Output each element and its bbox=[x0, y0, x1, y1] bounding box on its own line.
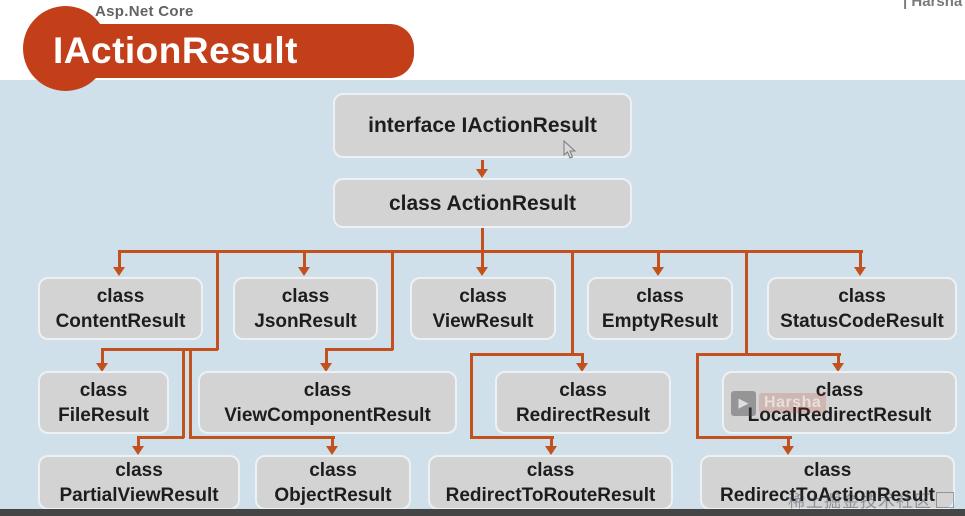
arrow-down-icon bbox=[782, 446, 794, 455]
app-subtitle: Asp.Net Core bbox=[95, 3, 194, 20]
connector bbox=[331, 438, 334, 446]
connector bbox=[859, 250, 862, 267]
connector bbox=[137, 438, 140, 446]
node-label: FileResult bbox=[58, 404, 149, 426]
author-watermark-top: | Harsha bbox=[903, 0, 963, 10]
connector bbox=[189, 350, 192, 438]
connector bbox=[325, 350, 328, 363]
connector bbox=[481, 228, 484, 250]
arrow-down-icon bbox=[576, 363, 588, 372]
node-iactionresult-interface: interface IActionResult bbox=[333, 93, 632, 158]
connector bbox=[470, 355, 473, 438]
connector bbox=[696, 355, 699, 438]
video-logo-icon: ▶ bbox=[731, 390, 756, 416]
connector bbox=[470, 436, 554, 439]
connector bbox=[837, 355, 840, 363]
node-label: RedirectResult bbox=[515, 404, 651, 426]
node-label: interface IActionResult bbox=[368, 114, 597, 137]
node-actionresult: class ActionResult bbox=[333, 178, 632, 228]
arrow-down-icon bbox=[298, 267, 310, 276]
connector bbox=[745, 250, 748, 355]
node-label: ContentResult bbox=[55, 310, 186, 332]
connector bbox=[303, 250, 306, 267]
mouse-cursor-icon bbox=[563, 140, 577, 159]
arrow-down-icon bbox=[113, 267, 125, 276]
connector bbox=[391, 250, 394, 350]
node-label: RedirectToRouteResult bbox=[445, 484, 656, 506]
video-author-name: Harsha bbox=[759, 393, 827, 413]
connector bbox=[696, 436, 792, 439]
community-watermark-text: 稀土掘金技术社区 bbox=[788, 492, 932, 511]
connector bbox=[696, 353, 841, 356]
video-author-watermark: ▶ Harsha bbox=[731, 389, 827, 417]
connector bbox=[325, 348, 393, 351]
connector bbox=[571, 250, 574, 355]
connector bbox=[189, 436, 335, 439]
arrow-down-icon bbox=[545, 446, 557, 455]
node-label: RedirectToActionResult bbox=[719, 484, 935, 506]
page-title: IActionResult bbox=[53, 30, 298, 71]
node-label: ObjectResult bbox=[274, 484, 392, 506]
connector bbox=[581, 355, 584, 363]
connector bbox=[470, 353, 584, 356]
community-watermark: 稀土掘金技术社区 bbox=[788, 487, 954, 512]
node-label: LocalRedirectResult bbox=[747, 404, 932, 426]
arrow-down-icon bbox=[832, 363, 844, 372]
arrow-down-icon bbox=[652, 267, 664, 276]
node-label: ViewResult bbox=[432, 310, 534, 332]
arrow-down-icon bbox=[854, 267, 866, 276]
node-label: StatusCodeResult bbox=[780, 310, 944, 332]
node-label: PartialViewResult bbox=[59, 484, 219, 506]
connector bbox=[182, 350, 185, 438]
node-label: EmptyResult bbox=[601, 310, 719, 332]
connector bbox=[137, 436, 184, 439]
bottom-letterbox-bar bbox=[0, 509, 965, 516]
node-label: JsonResult bbox=[254, 310, 357, 332]
arrow-down-icon bbox=[326, 446, 338, 455]
connector bbox=[216, 250, 219, 350]
arrow-down-icon bbox=[132, 446, 144, 455]
connector bbox=[118, 250, 121, 267]
connector bbox=[657, 250, 660, 267]
connector bbox=[481, 250, 484, 267]
connector bbox=[101, 350, 104, 363]
connector bbox=[101, 348, 218, 351]
node-label: ViewComponentResult bbox=[224, 404, 431, 426]
node-label: class ActionResult bbox=[388, 191, 577, 215]
connector bbox=[787, 438, 790, 446]
connector bbox=[118, 250, 863, 253]
arrow-down-icon bbox=[96, 363, 108, 372]
community-logo-icon bbox=[936, 491, 954, 508]
arrow-down-icon bbox=[476, 267, 488, 276]
title-badge: IActionResult bbox=[25, 24, 414, 78]
connector bbox=[550, 438, 553, 446]
arrow-down-icon bbox=[320, 363, 332, 372]
arrow-down-icon bbox=[476, 169, 488, 178]
connector bbox=[481, 160, 484, 170]
